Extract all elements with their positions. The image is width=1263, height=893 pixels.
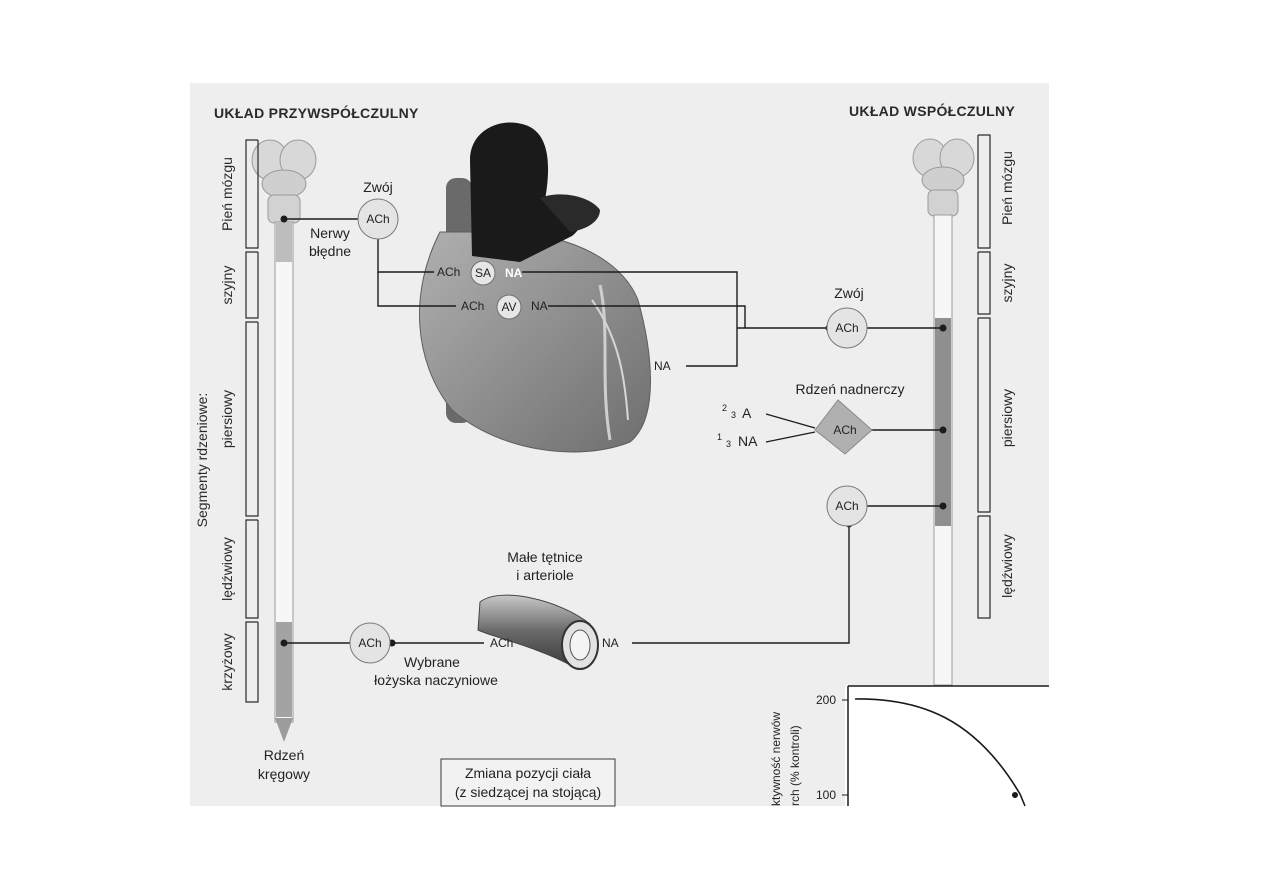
inset-tick-200: 200 (816, 693, 836, 707)
posture-label-2: (z siedzącej na stojącą) (455, 784, 601, 800)
ganglion-right-label: Zwój (834, 285, 864, 301)
right-thoracic-label: piersiowy (999, 389, 1015, 447)
blood-vessel (477, 594, 599, 670)
adrenal-gland (814, 399, 873, 455)
av-na: NA (531, 299, 548, 313)
sympathetic-ganglion-node (826, 307, 868, 349)
right-segment-brackets (977, 134, 991, 619)
vessel-ach: ACh (490, 636, 513, 650)
na-frac-num: 1 (717, 432, 722, 442)
spinal-cord-label-2: kręgowy (258, 766, 310, 782)
sa-ach: ACh (437, 265, 460, 279)
parasympathetic-title: UKŁAD PRZYWSPÓŁCZULNY (214, 104, 419, 121)
left-brainstem-icon (251, 139, 317, 224)
epi-label: A (742, 405, 752, 421)
left-lumbar-label: lędźwiowy (219, 537, 235, 601)
av-node (496, 294, 522, 320)
ventricle-na: NA (654, 359, 671, 373)
vessel-na: NA (602, 636, 619, 650)
av-node-label: AV (501, 300, 516, 314)
right-brainstem-icon (912, 138, 975, 217)
adrenal-label: Rdzeń nadnerczy (796, 381, 905, 397)
sacral-ganglion-node (349, 622, 391, 664)
vagal-ganglion-ach: ACh (366, 212, 389, 226)
lumbar-ganglion-node (826, 485, 868, 527)
heart-illustration (419, 122, 651, 453)
ganglion-left-label: Zwój (363, 179, 393, 195)
sa-node-label: SA (475, 266, 491, 280)
posture-box (440, 758, 616, 807)
vagus-label-1: Nerwy (310, 225, 350, 241)
sa-node (470, 260, 496, 286)
posture-label-1: Zmiana pozycji ciała (465, 765, 591, 781)
left-thoracic-label: piersiowy (219, 390, 235, 448)
sympathetic-ganglion-ach: ACh (835, 321, 858, 335)
sympathetic-title: UKŁAD WSPÓŁCZULNY (849, 102, 1015, 119)
adrenal-ach: ACh (833, 423, 856, 437)
inset-plot (842, 685, 1049, 807)
left-brainstem-label: Pień mózgu (219, 157, 235, 231)
av-ach: ACh (461, 299, 484, 313)
inset-tick-100: 100 (816, 788, 836, 802)
na-frac-den: 3 (726, 439, 731, 449)
right-brainstem-label: Pień mózgu (999, 151, 1015, 225)
epi-frac-den: 3 (731, 410, 736, 420)
vascular-label-2: łożyska naczyniowe (374, 672, 498, 688)
vagal-ganglion-node (357, 198, 399, 240)
inset-ylabel-2: rch (% kontroli) (788, 725, 802, 806)
connection-lines (284, 218, 943, 644)
arteries-label-1: Małe tętnice (507, 549, 583, 565)
vagus-label-2: błędne (309, 243, 351, 259)
inset-ylabel-1: ktywność nerwów (769, 712, 783, 806)
left-sacral-label: krzyżowy (219, 633, 235, 691)
norepi-label: NA (738, 433, 758, 449)
vascular-label-1: Wybrane (404, 654, 460, 670)
arteries-label-2: i arteriole (516, 567, 574, 583)
epi-frac-num: 2 (722, 403, 727, 413)
spinal-cord-label-1: Rdzeń (264, 747, 304, 763)
right-spinal-cord (912, 138, 975, 686)
left-segment-brackets (245, 139, 259, 703)
sacral-ganglion-ach: ACh (358, 636, 381, 650)
lumbar-ganglion-ach: ACh (835, 499, 858, 513)
right-cervical-label: szyjny (999, 264, 1015, 303)
segments-axis-title: Segmenty rdzeniowe: (194, 393, 210, 528)
left-cervical-label: szyjny (219, 266, 235, 305)
sa-na: NA (505, 266, 523, 280)
right-lumbar-label: lędźwiowy (999, 534, 1015, 598)
